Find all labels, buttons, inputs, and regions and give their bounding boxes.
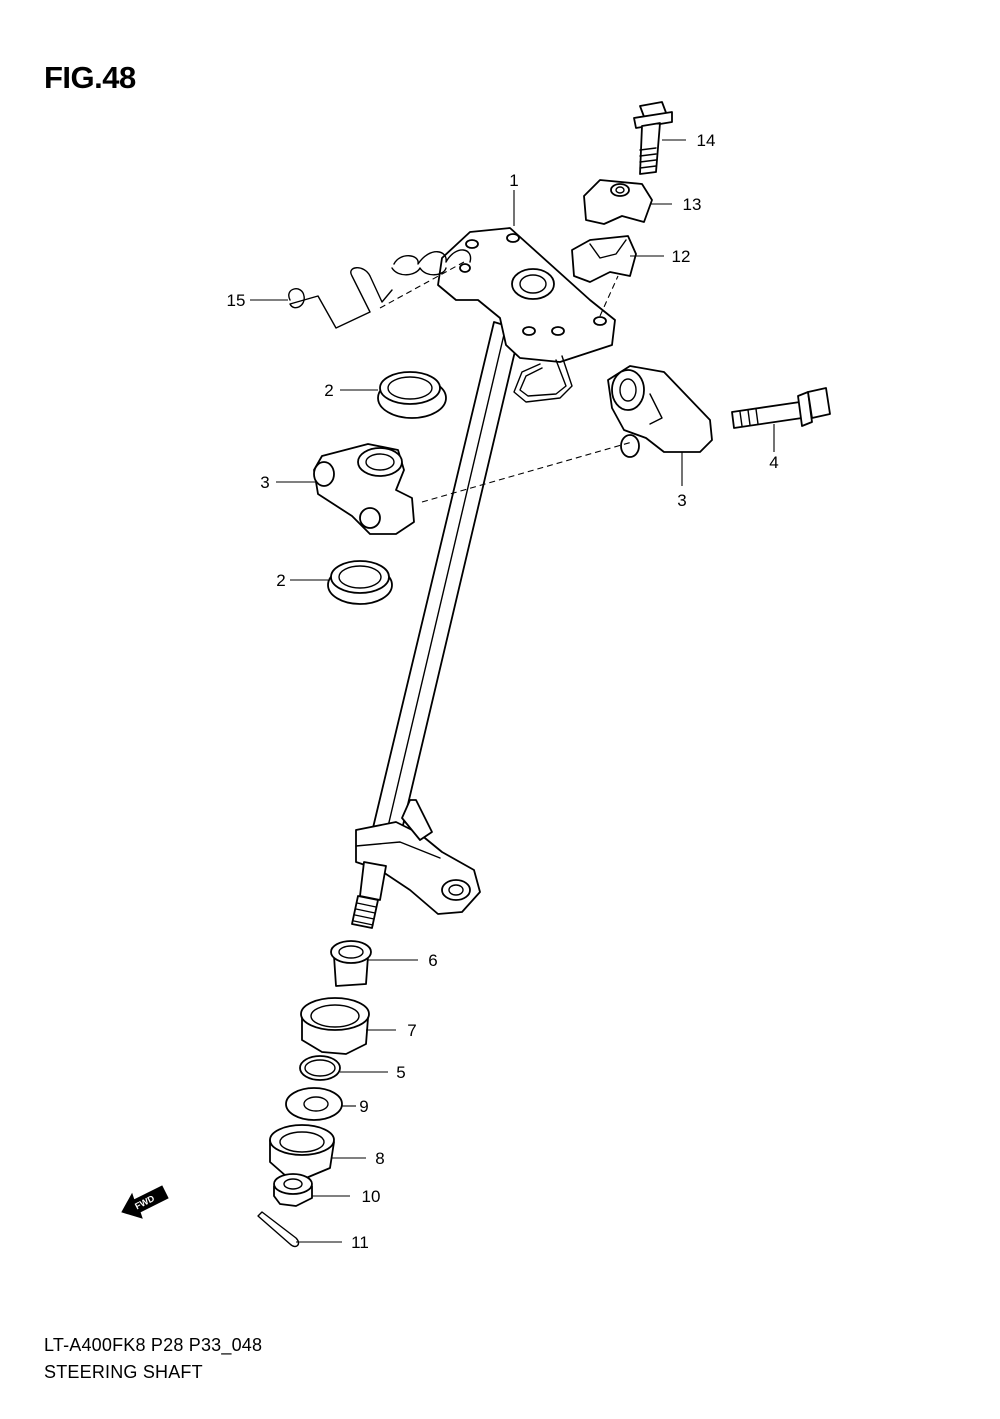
callout-13: 13 (683, 195, 702, 214)
callout-6: 6 (428, 951, 437, 970)
leader-lines (250, 139, 775, 1243)
callout-11: 11 (351, 1233, 369, 1252)
assembly-line-holder-top (599, 275, 619, 317)
section-name-label: STEERING SHAFT (44, 1362, 203, 1382)
callout-7: 7 (407, 1021, 416, 1040)
callout-3-right: 3 (677, 491, 686, 510)
callout-9: 9 (359, 1097, 368, 1116)
lower-holder-part (571, 235, 637, 283)
callout-12: 12 (672, 247, 691, 266)
callout-3-left: 3 (260, 473, 269, 492)
callout-14: 14 (697, 131, 716, 150)
assembly-line-clip (379, 261, 465, 309)
fwd-arrow-icon: FWD (121, 1185, 169, 1219)
callout-15: 15 (227, 291, 246, 310)
callout-4: 4 (769, 453, 778, 472)
bearing-cup-part (269, 1124, 335, 1179)
wire-clip-part (288, 249, 472, 329)
seal-lower-part (327, 560, 393, 605)
castle-nut-part (273, 1173, 313, 1207)
upper-holder-part (583, 179, 653, 225)
bearing-part (300, 997, 370, 1055)
seal-upper-part (377, 371, 447, 419)
callout-10: 10 (362, 1187, 381, 1206)
washer-part (285, 1087, 343, 1121)
assembly-line-holder (421, 441, 633, 503)
shaft-holder-right-part (607, 365, 713, 458)
shaft-holder-left-part (313, 443, 415, 535)
callout-1: 1 (509, 171, 518, 190)
figure-title: FIG.48 (44, 60, 136, 95)
bushing-part (330, 940, 372, 987)
callout-2-lower: 2 (276, 571, 285, 590)
side-bolt-part (731, 387, 831, 429)
model-code-label: LT-A400FK8 P28 P33_048 (44, 1335, 263, 1355)
callout-2-upper: 2 (324, 381, 333, 400)
o-ring-part (299, 1055, 341, 1081)
upper-bolt-part (633, 101, 673, 175)
steering-shaft-part (351, 227, 616, 929)
cotter-pin-part (257, 1211, 300, 1248)
callout-8: 8 (375, 1149, 384, 1168)
callout-5: 5 (396, 1063, 405, 1082)
